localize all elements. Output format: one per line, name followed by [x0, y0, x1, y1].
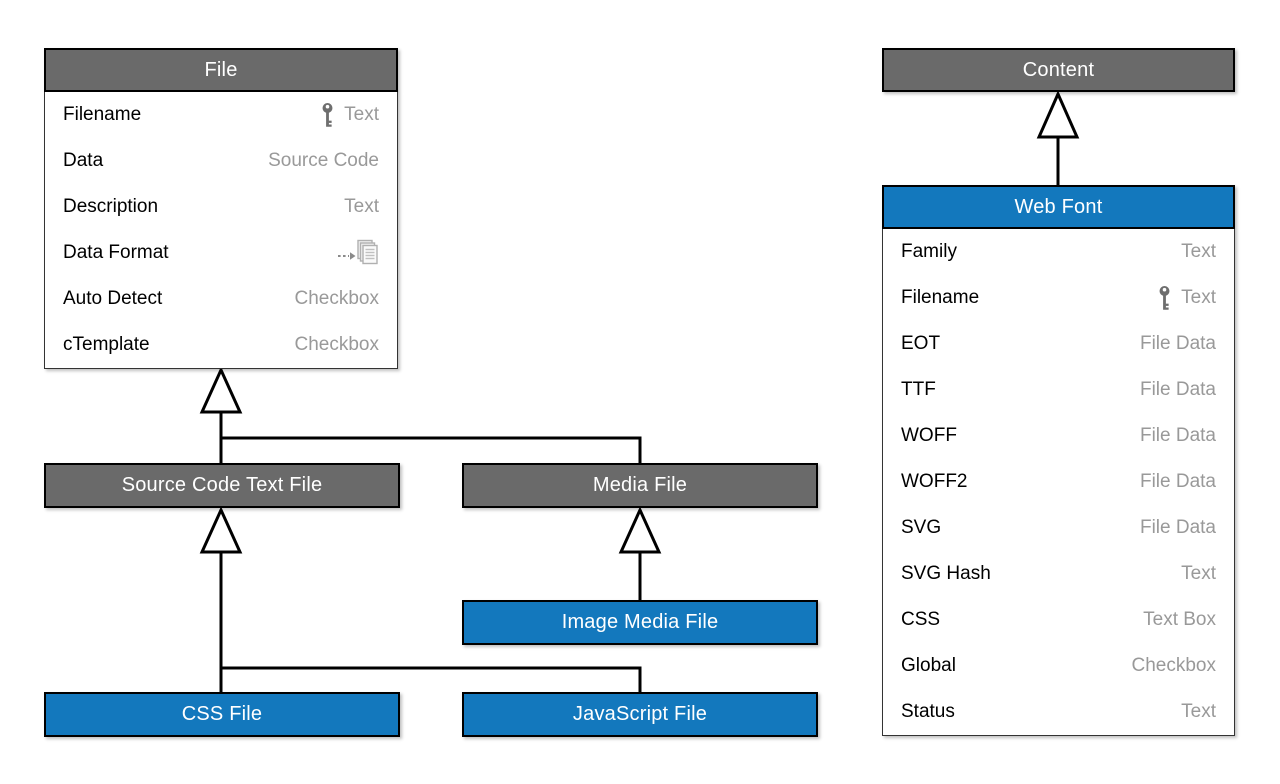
field-type-label: Source Code — [268, 150, 379, 171]
field-type-label: Checkbox — [294, 288, 380, 309]
field-name: WOFF — [901, 425, 957, 446]
field-type: Text Box — [1143, 609, 1216, 631]
entity-file-header: File — [44, 48, 398, 92]
entity-image-media-file[interactable]: Image Media File — [462, 600, 818, 645]
field-type: Text — [1181, 563, 1216, 585]
field-row: CSS Text Box — [883, 597, 1234, 643]
field-type: Checkbox — [295, 334, 380, 356]
field-type-label: Text — [1181, 287, 1216, 308]
field-type: Text — [1181, 241, 1216, 263]
field-type-label: Checkbox — [294, 334, 380, 355]
field-row: cTemplate Checkbox — [45, 322, 397, 368]
entity-media-file[interactable]: Media File — [462, 463, 818, 508]
field-type-label: Text — [1181, 701, 1216, 722]
field-name: Auto Detect — [63, 288, 163, 309]
entity-source-code-text-file-header: Source Code Text File — [44, 463, 400, 508]
field-type: Checkbox — [1132, 655, 1217, 677]
field-name: Data — [63, 150, 104, 171]
field-name: SVG — [901, 517, 942, 538]
entity-image-media-file-header: Image Media File — [462, 600, 818, 645]
field-name: Family — [901, 241, 957, 262]
field-type: Text — [344, 196, 379, 218]
field-type: Text — [320, 102, 379, 129]
entity-css-file[interactable]: CSS File — [44, 692, 400, 737]
field-row: Description Text — [45, 184, 397, 230]
key-icon — [1157, 285, 1172, 312]
field-type-label: File Data — [1139, 379, 1216, 400]
entity-css-file-header: CSS File — [44, 692, 400, 737]
field-row: Family Text — [883, 229, 1234, 275]
field-row: Filename Text — [45, 92, 397, 138]
field-row: WOFF2 File Data — [883, 459, 1234, 505]
field-type-label: Checkbox — [1131, 655, 1217, 676]
entity-web-font-header: Web Font — [882, 185, 1235, 229]
field-name: cTemplate — [63, 334, 150, 355]
page-list-icon — [337, 239, 379, 267]
field-type: File Data — [1140, 517, 1216, 539]
field-type-label: Text — [1181, 241, 1216, 262]
field-name: CSS — [901, 609, 941, 630]
connector-js-to-sctf — [221, 666, 642, 692]
field-type-label: Text — [1181, 563, 1216, 584]
field-type: Text — [1157, 285, 1216, 312]
entity-source-code-text-file[interactable]: Source Code Text File — [44, 463, 400, 508]
field-type-label: Text — [344, 104, 379, 125]
field-name: Filename — [901, 287, 980, 308]
field-row: EOT File Data — [883, 321, 1234, 367]
inheritance-arrow-content — [1036, 90, 1080, 139]
field-type-label: Text — [344, 196, 379, 217]
field-type: File Data — [1140, 333, 1216, 355]
field-type: Text — [1181, 701, 1216, 723]
field-name: Status — [901, 701, 955, 722]
field-name: Data Format — [63, 242, 169, 263]
field-row: SVG File Data — [883, 505, 1234, 551]
field-row: Auto Detect Checkbox — [45, 276, 397, 322]
field-type: File Data — [1140, 425, 1216, 447]
field-row: TTF File Data — [883, 367, 1234, 413]
field-type-label: File Data — [1139, 471, 1216, 492]
field-name: SVG Hash — [901, 563, 991, 584]
field-row: Filename Text — [883, 275, 1234, 321]
field-type-label: File Data — [1139, 517, 1216, 538]
field-row: WOFF File Data — [883, 413, 1234, 459]
field-row: Global Checkbox — [883, 643, 1234, 689]
field-type: File Data — [1140, 379, 1216, 401]
field-name: WOFF2 — [901, 471, 968, 492]
field-type — [337, 239, 379, 267]
inheritance-arrow-sctf — [199, 506, 243, 554]
field-type: File Data — [1140, 471, 1216, 493]
field-row: Data Source Code — [45, 138, 397, 184]
field-name: TTF — [901, 379, 936, 400]
field-name: Description — [63, 196, 159, 217]
inheritance-arrow-media — [618, 506, 662, 554]
connector-media-to-file — [221, 436, 642, 463]
field-type: Source Code — [268, 150, 379, 172]
field-type-label: Text Box — [1143, 609, 1216, 630]
field-type: Checkbox — [295, 288, 380, 310]
entity-content-header: Content — [882, 48, 1235, 92]
entity-content[interactable]: Content — [882, 48, 1235, 92]
entity-javascript-file-header: JavaScript File — [462, 692, 818, 737]
field-row: Status Text — [883, 689, 1234, 735]
field-row: SVG Hash Text — [883, 551, 1234, 597]
field-name: Global — [901, 655, 956, 676]
key-icon — [320, 102, 335, 129]
field-row: Data Format — [45, 230, 397, 276]
entity-javascript-file[interactable]: JavaScript File — [462, 692, 818, 737]
field-name: EOT — [901, 333, 941, 354]
entity-media-file-header: Media File — [462, 463, 818, 508]
field-name: Filename — [63, 104, 142, 125]
inheritance-arrow-file — [199, 366, 243, 414]
field-type-label: File Data — [1139, 333, 1216, 354]
field-type-label: File Data — [1139, 425, 1216, 446]
